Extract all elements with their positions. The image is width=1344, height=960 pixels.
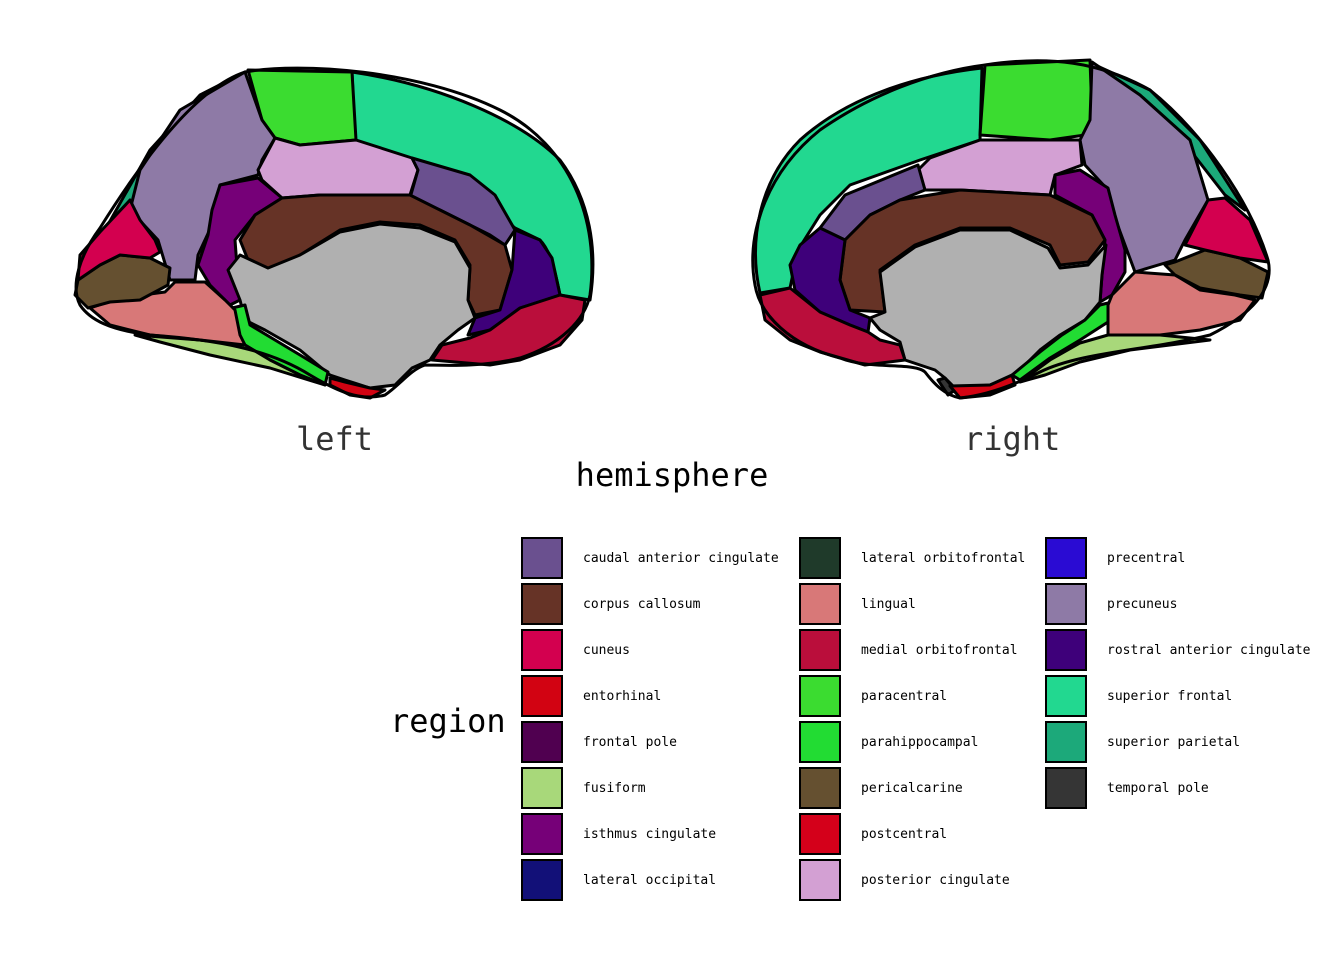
- legend-label: entorhinal: [583, 689, 662, 704]
- legend-swatch: [521, 583, 563, 625]
- legend-swatch: [799, 813, 841, 855]
- legend-label: lateral orbitofrontal: [861, 551, 1026, 566]
- legend-swatch: [1045, 675, 1087, 717]
- legend-swatch: [799, 537, 841, 579]
- legend-label: cuneus: [583, 643, 630, 658]
- legend-swatch: [799, 721, 841, 763]
- legend-label: precentral: [1107, 551, 1186, 566]
- legend-label: paracentral: [861, 689, 948, 704]
- right-medial-orbitofrontal: [758, 286, 907, 367]
- legend-swatch: [799, 767, 841, 809]
- left-medial-wall: [226, 222, 477, 390]
- legend-swatch: [1045, 629, 1087, 671]
- left-outline: [74, 66, 594, 399]
- legend-label: medial orbitofrontal: [861, 643, 1018, 658]
- legend-swatch: [521, 537, 563, 579]
- legend-swatch: [799, 675, 841, 717]
- legend-swatch: [799, 859, 841, 901]
- legend-label: temporal pole: [1107, 781, 1209, 796]
- left-cuneus: [76, 198, 162, 282]
- facet-label-right: right: [964, 420, 1061, 458]
- legend-swatch: [1045, 583, 1087, 625]
- legend-swatch: [1045, 721, 1087, 763]
- legend-title: region: [390, 702, 506, 740]
- legend-swatch: [521, 813, 563, 855]
- right-outline: [751, 59, 1271, 400]
- legend-label: lateral occipital: [583, 873, 717, 888]
- legend-swatch: [521, 721, 563, 763]
- right-cuneus: [1183, 196, 1270, 264]
- legend-label: lingual: [861, 597, 916, 612]
- right-paracentral: [978, 58, 1094, 142]
- legend-swatch: [521, 629, 563, 671]
- legend-swatch: [1045, 537, 1087, 579]
- legend-swatch: [521, 675, 563, 717]
- legend-label: parahippocampal: [861, 735, 979, 750]
- brain-atlas-plot: [73, 58, 1271, 400]
- legend-label: rostral anterior cingulate: [1107, 643, 1311, 658]
- legend-label: fusiform: [583, 781, 646, 796]
- legend-swatch: [521, 859, 563, 901]
- x-axis-title: hemisphere: [575, 456, 769, 494]
- legend-label: corpus callosum: [583, 597, 701, 612]
- legend-label: postcentral: [861, 827, 948, 842]
- legend-label: superior parietal: [1107, 735, 1241, 750]
- legend-label: precuneus: [1107, 597, 1178, 612]
- right-lingual: [1106, 270, 1257, 337]
- legend-label: frontal pole: [583, 735, 677, 750]
- legend-swatch: [799, 583, 841, 625]
- facet-label-left: left: [296, 420, 374, 458]
- legend-label: superior frontal: [1107, 689, 1233, 704]
- legend-label: posterior cingulate: [861, 873, 1010, 888]
- legend-swatch: [521, 767, 563, 809]
- legend-label: isthmus cingulate: [583, 827, 717, 842]
- legend-swatch: [799, 629, 841, 671]
- legend-label: caudal anterior cingulate: [583, 551, 779, 566]
- right-hemisphere: [751, 58, 1271, 400]
- legend-swatch: [1045, 767, 1087, 809]
- left-hemisphere: [73, 66, 595, 400]
- legend-label: pericalcarine: [861, 781, 963, 796]
